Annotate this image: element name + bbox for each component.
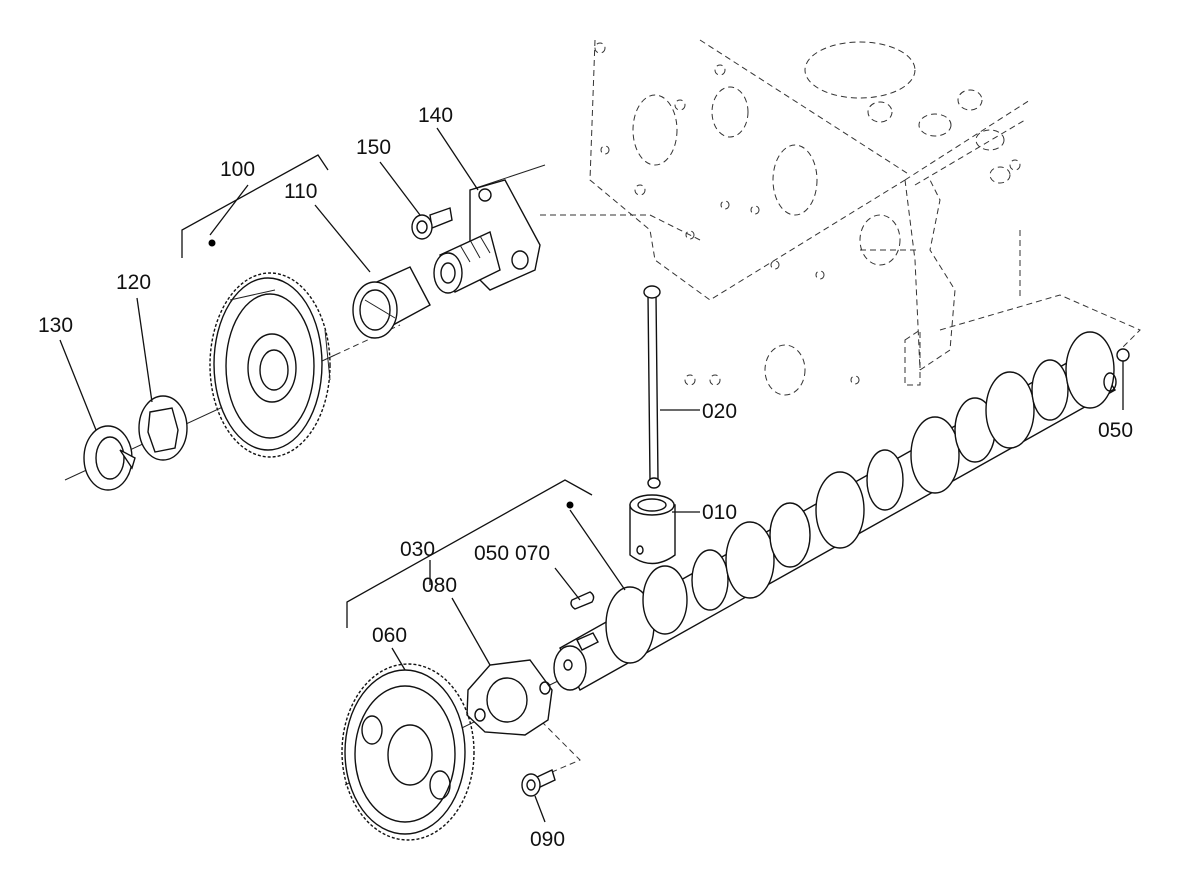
part-010-tappet (629, 494, 676, 565)
callout-100: 100 (220, 158, 255, 181)
callout-120: 120 (116, 271, 151, 294)
callout-130: 130 (38, 314, 73, 337)
callout-050-lower: 050 (474, 542, 509, 565)
callout-140: 140 (418, 104, 453, 127)
part-140-idle-gear-shaft (433, 179, 541, 294)
part-camshaft (553, 331, 1117, 691)
callout-010: 010 (702, 501, 737, 524)
part-110-bushing (352, 266, 431, 339)
part-060-cam-gear (341, 663, 475, 841)
callout-090: 090 (530, 828, 565, 851)
part-050-ball (1116, 348, 1130, 362)
engine-block (589, 39, 1031, 396)
part-120-thrust-washer (138, 395, 188, 461)
part-150-bolt (411, 207, 453, 240)
callout-020: 020 (702, 400, 737, 423)
part-100-idle-gear (209, 272, 331, 458)
part-090-bolt (521, 769, 556, 797)
callout-080: 080 (422, 574, 457, 597)
part-130-circlip (83, 425, 136, 491)
callout-070: 070 (515, 542, 550, 565)
axis-lines (64, 164, 1141, 786)
callout-060: 060 (372, 624, 407, 647)
callout-labels: 010 020 030 050 050 060 070 080 090 100 … (38, 104, 1133, 851)
leader-lines (59, 127, 1124, 823)
callout-110: 110 (284, 180, 317, 203)
callout-030: 030 (400, 538, 435, 561)
part-070-key (570, 591, 595, 610)
part-020-push-rod (643, 285, 661, 489)
callout-050-right: 050 (1098, 419, 1133, 442)
callout-150: 150 (356, 136, 391, 159)
part-080-thrust-plate (466, 659, 553, 736)
